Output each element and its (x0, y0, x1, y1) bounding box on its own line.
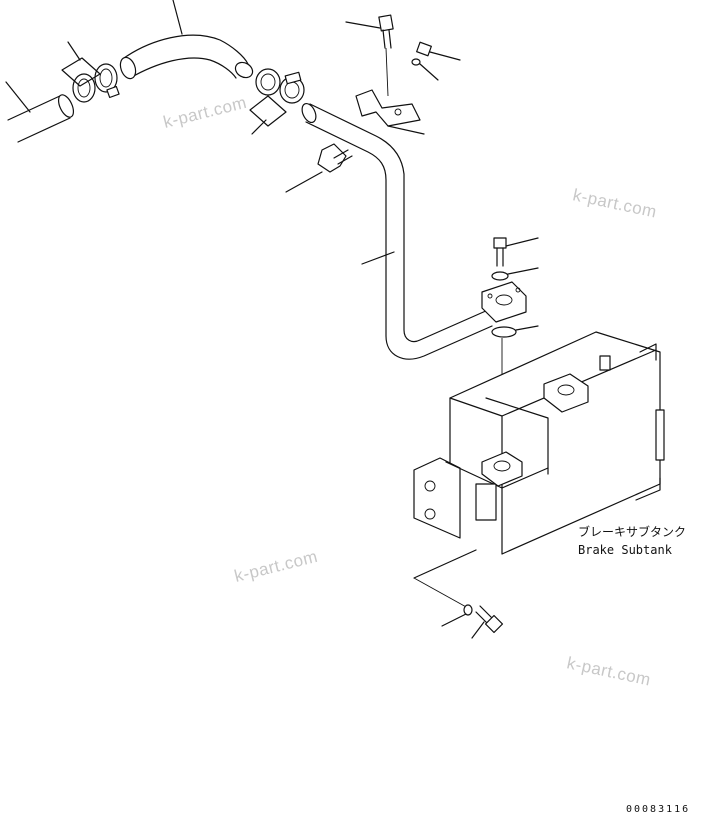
subtank-label: ブレーキサブタンク Brake Subtank (578, 524, 686, 557)
reference-number: 00083116 (626, 804, 690, 815)
label-english: Brake Subtank (578, 543, 673, 557)
brake-subtank (413, 331, 665, 555)
left-pipe (5, 81, 75, 143)
right-hose-clamps (249, 68, 305, 135)
watermark-1: k-part.com (161, 93, 248, 132)
label-japanese: ブレーキサブタンク (578, 524, 686, 539)
bent-pipe (301, 102, 493, 360)
banjo-fitting (285, 143, 353, 193)
pipe-flange (481, 281, 527, 323)
pipe-clip (345, 14, 461, 135)
flange-fasteners (491, 237, 539, 458)
bottom-fasteners (413, 549, 504, 639)
watermark-4: k-part.com (565, 653, 652, 689)
left-hose-clamps (61, 41, 120, 103)
watermark-2: k-part.com (571, 185, 658, 221)
watermark-3: k-part.com (232, 547, 319, 586)
curved-hose (119, 0, 254, 80)
